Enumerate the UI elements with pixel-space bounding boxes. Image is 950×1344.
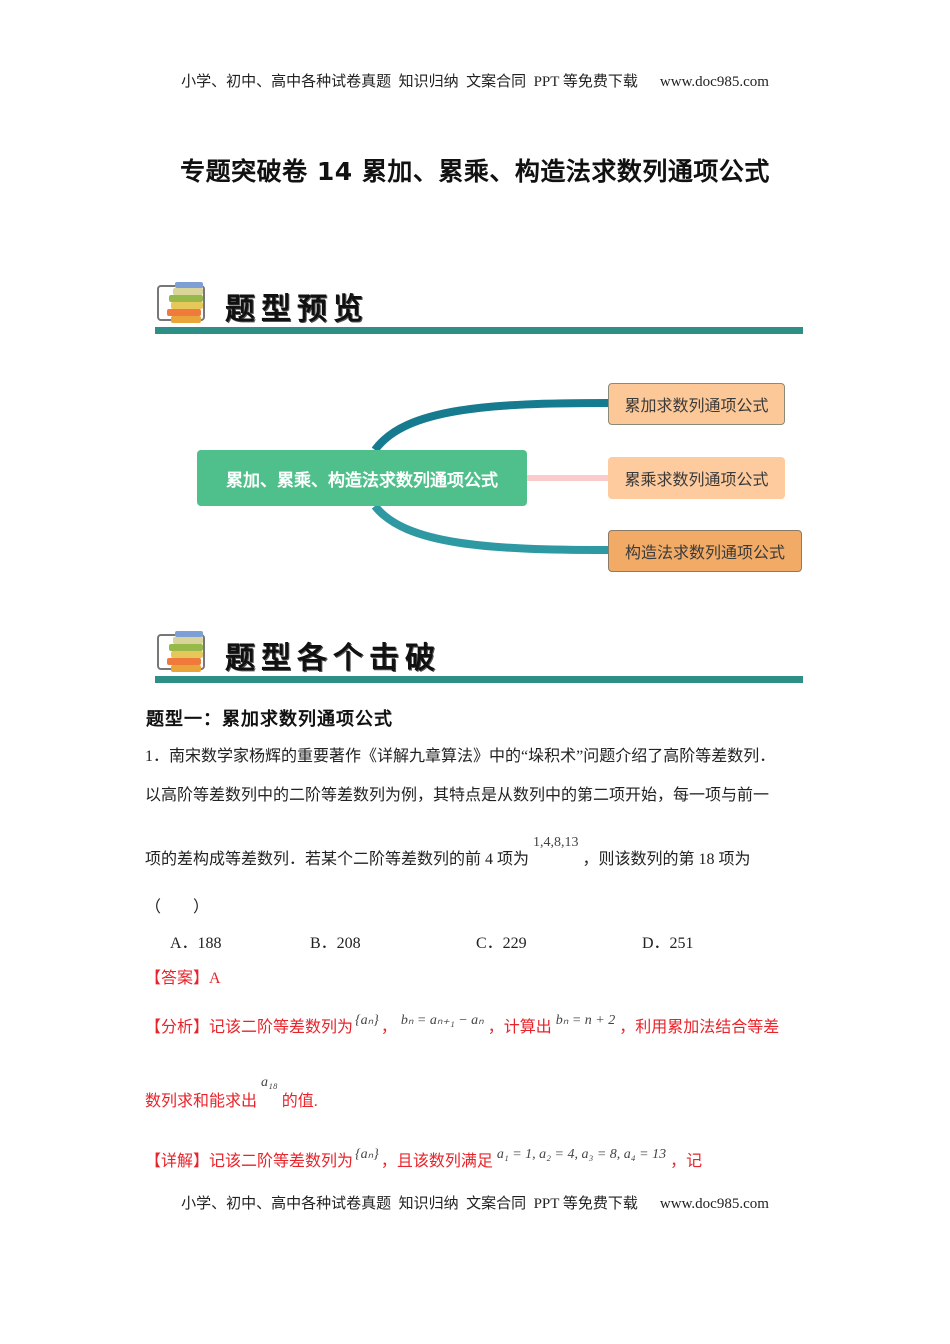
math-initial-terms: a₁ = 1, a₂ = 4, a₃ = 8, a₄ = 13 (496, 1147, 667, 1162)
analysis-label: 【分析】 (145, 1019, 210, 1036)
mindmap-root-node: 累加、累乘、构造法求数列通项公式 (197, 450, 527, 506)
document-title: 专题突破卷 14 累加、累乘、构造法求数列通项公式 (180, 157, 770, 186)
analysis-line-2: 数列求和能求出a₁₈的值. (145, 1075, 318, 1111)
section-label: 题型预览 (225, 292, 369, 327)
analysis-text: ， (380, 1019, 397, 1036)
detail-text: ，记 (670, 1153, 703, 1170)
question-type-heading: 题型一：累加求数列通项公式 (146, 709, 393, 730)
book-stack-icon (157, 282, 205, 323)
question-line-1: 1．南宋数学家杨辉的重要著作《详解九章算法》中的“垛积术”问题介绍了高阶等差数列… (145, 748, 776, 765)
option-b[interactable]: B．208 (310, 935, 361, 952)
math-sequence-an: {aₙ} (355, 1013, 379, 1028)
answer-value: A (209, 970, 221, 987)
header-url[interactable]: www.doc985.com (659, 74, 769, 90)
mindmap: 累加、累乘、构造法求数列通项公式 累加求数列通项公式 累乘求数列通项公式 构造法… (190, 370, 820, 585)
analysis-text: ，计算出 (487, 1019, 552, 1036)
option-c[interactable]: C．229 (476, 935, 527, 952)
math-sequence: 1,4,8,13 (533, 835, 579, 850)
detail-text: 记该二阶等差数列为 (209, 1153, 354, 1170)
math-bn-def: bₙ = aₙ₊₁ − aₙ (400, 1013, 484, 1028)
question-line-2: 以高阶等差数列中的二阶等差数列为例，其特点是从数列中的第二项开始，每一项与前一 (145, 787, 770, 804)
footer-url[interactable]: www.doc985.com (659, 1196, 769, 1212)
section-label: 题型各个击破 (225, 641, 441, 676)
book-stack-icon (157, 631, 205, 672)
question-line-3: 项的差构成等差数列．若某个二阶等差数列的前 4 项为1,4,8,13，则该数列的… (145, 835, 751, 869)
analysis-text: ，利用累加法结合等差 (619, 1019, 780, 1036)
page-footer: 小学、初中、高中各种试卷真题 知识归纳 文案合同 PPT 等免费下载 www.do… (0, 1192, 950, 1213)
mindmap-branch-additive: 累加求数列通项公式 (608, 383, 785, 425)
analysis-text: 数列求和能求出 (145, 1093, 258, 1110)
answer-line: 【答案】A (145, 964, 221, 988)
mindmap-branch-construction: 构造法求数列通项公式 (608, 530, 802, 572)
header-text: 小学、初中、高中各种试卷真题 知识归纳 文案合同 PPT 等免费下载 (181, 74, 638, 90)
analysis-text: 记该二阶等差数列为 (209, 1019, 354, 1036)
analysis-text: 的值. (281, 1093, 318, 1110)
question-text: ，则该数列的第 18 项为 (582, 851, 751, 868)
answer-parentheses: （ ） (145, 899, 210, 916)
option-d[interactable]: D．251 (642, 935, 694, 952)
section-header-preview: 题型预览 (155, 278, 803, 334)
detail-label: 【详解】 (145, 1153, 210, 1170)
detail-text: ，且该数列满足 (380, 1153, 493, 1170)
section-header-breakdown: 题型各个击破 (155, 627, 803, 683)
mindmap-branch-multiplicative: 累乘求数列通项公式 (608, 457, 785, 499)
math-bn-value: bₙ = n + 2 (555, 1013, 616, 1028)
option-a[interactable]: A．188 (170, 935, 222, 952)
page-header: 小学、初中、高中各种试卷真题 知识归纳 文案合同 PPT 等免费下载 www.do… (0, 70, 950, 91)
answer-label: 【答案】 (145, 970, 210, 987)
section-divider (155, 327, 803, 334)
math-a18: a₁₈ (261, 1075, 278, 1090)
math-sequence-an: {aₙ} (355, 1147, 379, 1162)
question-text: 项的差构成等差数列．若某个二阶等差数列的前 4 项为 (145, 851, 530, 868)
section-divider (155, 676, 803, 683)
mindmap-connectors (371, 399, 609, 554)
footer-text: 小学、初中、高中各种试卷真题 知识归纳 文案合同 PPT 等免费下载 (181, 1196, 638, 1212)
